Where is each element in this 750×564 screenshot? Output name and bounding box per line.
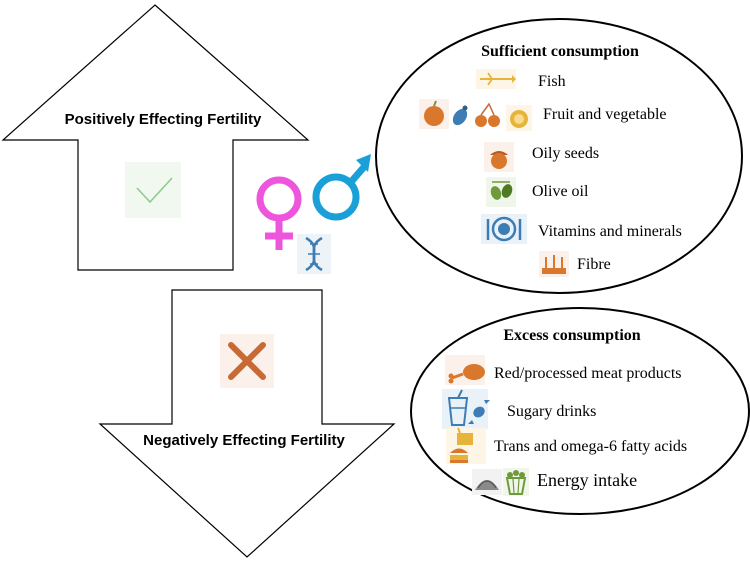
candy-icon [468, 400, 490, 424]
down-arrow-shape [98, 289, 396, 558]
taco-icon [472, 469, 502, 495]
eggplant-icon [452, 105, 468, 126]
up-arrow: Positively Effecting Fertility [1, 4, 310, 271]
down-arrow: Negatively Effecting Fertility [98, 289, 396, 558]
sufficient-title: Sufficient consumption [481, 43, 639, 60]
sufficient-item-label: Fibre [577, 256, 611, 273]
excess-item-label: Energy intake [537, 470, 637, 490]
excess-consumption-panel: Excess consumption Red/processed meat pr… [410, 307, 750, 515]
sufficient-item-label: Olive oil [532, 183, 589, 200]
excess-item-label: Trans and omega-6 fatty acids [494, 438, 687, 455]
excess-item-label: Sugary drinks [507, 403, 596, 420]
male-symbol [312, 154, 371, 221]
dna-icon [297, 234, 331, 274]
up-arrow-label: Positively Effecting Fertility [65, 111, 262, 128]
popcorn-icon [503, 468, 529, 496]
wheat-icon [539, 251, 569, 277]
fruit-vegetable-icons [419, 99, 532, 131]
sufficient-item-label: Oily seeds [532, 145, 599, 162]
cherries-icon [475, 102, 500, 127]
acorn-icon [484, 142, 514, 172]
sufficient-item-label: Fruit and vegetable [543, 106, 667, 123]
lemon-icon [506, 105, 532, 131]
fast-food-icon [446, 427, 486, 464]
sufficient-item-label: Vitamins and minerals [538, 223, 682, 240]
fish-bone-icon [476, 69, 516, 89]
plate-cutlery-icon [481, 214, 527, 244]
drumstick-icon [445, 355, 485, 385]
excess-item-label: Red/processed meat products [494, 365, 682, 382]
cross-mark [220, 334, 274, 388]
check-mark [125, 162, 181, 218]
apple-icon [424, 100, 444, 126]
up-arrow-shape [1, 4, 310, 271]
sufficient-item-label: Fish [538, 73, 566, 90]
sufficient-consumption-panel: Sufficient consumption Fish [375, 18, 743, 294]
down-arrow-label: Negatively Effecting Fertility [143, 432, 345, 449]
excess-title: Excess consumption [503, 327, 640, 344]
female-symbol [256, 176, 302, 250]
olive-icon [486, 177, 516, 207]
